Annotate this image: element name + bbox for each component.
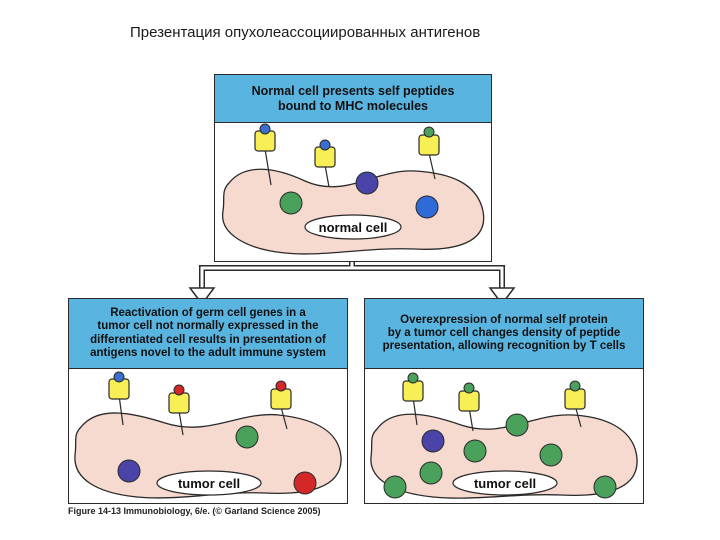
- protein-green: [419, 461, 443, 485]
- tumor-cell-label-oval-right: [452, 470, 558, 496]
- peptide-green: [423, 126, 435, 138]
- protein-green: [593, 475, 617, 499]
- protein-purple: [117, 459, 141, 483]
- mhc-molecule: [564, 380, 586, 428]
- protein-purple: [421, 429, 445, 453]
- peptide-red: [275, 380, 287, 392]
- protein-red: [293, 471, 317, 495]
- tumor-cell-label-right: tumor cell: [474, 476, 536, 491]
- arrow-left-head: [188, 287, 216, 306]
- protein-green: [505, 413, 529, 437]
- protein-blue: [415, 195, 439, 219]
- overexpression-panel: Overexpression of normal self protein by…: [364, 298, 644, 504]
- protein-green: [279, 191, 303, 215]
- normal-cell-heading: Normal cell presents self peptides bound…: [215, 75, 491, 123]
- germ-cell-illustration: tumor cell: [74, 371, 342, 499]
- figure-caption: Figure 14-13 Immunobiology, 6/e. (© Garl…: [68, 506, 321, 516]
- germ-cell-heading: Reactivation of germ cell genes in a tum…: [69, 299, 347, 369]
- normal-cell-body: [222, 168, 485, 255]
- overexpression-heading: Overexpression of normal self protein by…: [365, 299, 643, 369]
- peptide-blue: [319, 139, 331, 151]
- mhc-molecule: [108, 371, 130, 426]
- mhc-molecule: [168, 384, 190, 436]
- protein-green: [235, 425, 259, 449]
- tumor-cell-label-oval-left: [156, 470, 262, 496]
- peptide-blue: [113, 371, 125, 383]
- peptide-green: [463, 382, 475, 394]
- peptide-blue: [259, 123, 271, 135]
- slide-title: Презентация опухолеассоциированных антиг…: [130, 24, 481, 41]
- tumor-cell-label-left: tumor cell: [178, 476, 240, 491]
- peptide-green: [569, 380, 581, 392]
- normal-cell-label: normal cell: [319, 220, 388, 235]
- peptide-red: [173, 384, 185, 396]
- normal-cell-illustration: normal cell: [222, 123, 485, 255]
- peptide-green: [407, 372, 419, 384]
- protein-purple: [355, 171, 379, 195]
- mhc-molecule: [402, 372, 424, 426]
- overexpression-illustration: tumor cell: [370, 372, 638, 499]
- tumor-cell-body-left: [74, 412, 342, 499]
- germ-cell-panel: Reactivation of germ cell genes in a tum…: [68, 298, 348, 504]
- mhc-molecule: [270, 380, 292, 430]
- protein-green: [539, 443, 563, 467]
- mhc-molecule: [418, 126, 440, 180]
- protein-green: [463, 439, 487, 463]
- arrow-right-head: [488, 287, 516, 306]
- mhc-molecule: [254, 123, 276, 186]
- mhc-molecule: [458, 382, 480, 432]
- protein-green: [383, 475, 407, 499]
- mhc-molecule: [314, 139, 336, 188]
- normal-cell-label-oval: [304, 214, 402, 240]
- normal-cell-panel: Normal cell presents self peptides bound…: [214, 74, 492, 262]
